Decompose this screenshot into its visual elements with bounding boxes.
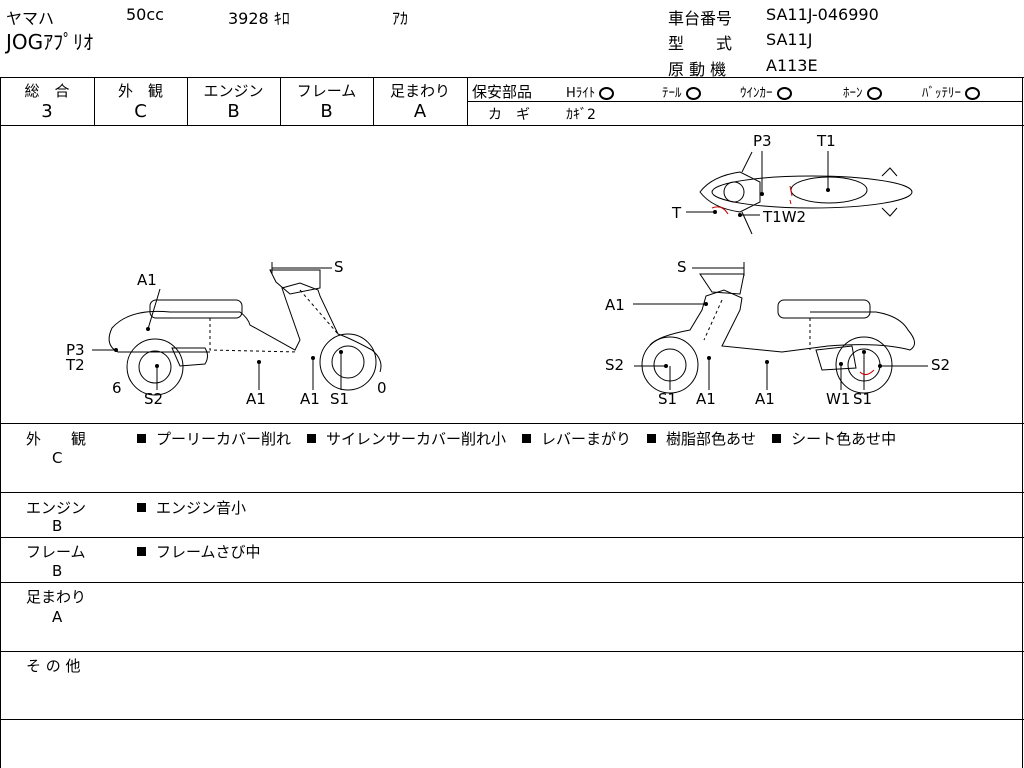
safety-item-battery: ﾊﾞｯﾃﾘｰ	[922, 82, 980, 101]
model-name: JOGｱﾌﾟﾘｵ	[6, 30, 94, 54]
ok-circle-icon	[866, 87, 882, 100]
bullet-square-icon	[137, 434, 146, 443]
notes-engine-grade: B	[52, 517, 63, 535]
notes-suspension-grade: A	[52, 608, 63, 626]
exterior-label: 外 観	[117, 82, 163, 100]
notes-frame-grade: B	[52, 562, 63, 580]
ok-circle-icon	[685, 87, 701, 100]
mark-left-a1-a: A1	[246, 390, 266, 408]
notes-suspension-label: 足まわり	[26, 588, 87, 606]
ok-circle-icon	[965, 87, 980, 100]
mark-right-w1: W1	[826, 390, 851, 408]
maker: ヤマハ	[6, 9, 55, 28]
overall-label: 総 合	[24, 82, 70, 100]
bullet-square-icon	[772, 434, 782, 443]
displacement: 50cc	[126, 5, 164, 24]
note-item: シート色あせ中	[772, 430, 896, 448]
engine-code-label: 原 動 機	[668, 60, 727, 79]
mileage: 3928 ｷﾛ	[228, 9, 290, 28]
engine-grade: B	[227, 101, 240, 122]
note-item: レバーまがり	[522, 430, 631, 448]
notes-engine-items: エンジン音小	[137, 497, 246, 518]
engine-label: エンジン	[203, 82, 264, 100]
mark-right-a1-top: A1	[605, 296, 625, 314]
notes-frame-label: フレーム	[26, 543, 86, 561]
mark-left-s1: S1	[330, 390, 350, 408]
mark-top-t: T	[672, 204, 682, 222]
mark-left-p3: P3	[66, 341, 85, 359]
notes-exterior-items: プーリーカバー削れサイレンサーカバー削れ小レバーまがり樹脂部色あせシート色あせ中	[137, 428, 896, 449]
bullet-square-icon	[137, 547, 146, 556]
bullet-square-icon	[647, 434, 657, 443]
safety-label: 保安部品	[472, 83, 533, 101]
mark-right-a1-b: A1	[755, 390, 775, 408]
bullet-square-icon	[307, 434, 317, 443]
mark-right-a1-a: A1	[696, 390, 716, 408]
notes-exterior-label: 外 観	[26, 430, 87, 448]
mark-right-s1: S1	[658, 390, 678, 408]
mark-right-s: S	[677, 258, 687, 276]
safety-item-horn: ﾎｰﾝ	[843, 82, 882, 101]
notes-other-label: そ の 他	[26, 657, 81, 675]
model-code: SA11J	[766, 30, 813, 49]
note-item: サイレンサーカバー削れ小	[307, 430, 506, 448]
note-item: 樹脂部色あせ	[647, 430, 756, 448]
mark-right-s1-b: S1	[853, 390, 873, 408]
frame-grade: B	[320, 101, 333, 122]
mark-top-t1w2: T1W2	[763, 208, 807, 226]
suspension-grade: A	[413, 101, 427, 122]
safety-item-tail: ﾃｰﾙ	[662, 82, 701, 101]
mark-left-a1-b: A1	[300, 390, 320, 408]
mark-left-6: 6	[112, 379, 122, 397]
notes-engine-label: エンジン	[26, 499, 87, 517]
note-item: プーリーカバー削れ	[137, 430, 291, 448]
right-view-scooter	[641, 262, 915, 394]
mark-right-s2-right: S2	[931, 356, 951, 374]
bullet-square-icon	[137, 503, 146, 512]
bullet-square-icon	[522, 434, 532, 443]
engine-code: A113E	[766, 56, 818, 75]
frame-no: SA11J-046990	[766, 5, 879, 24]
mark-left-a1-top: A1	[137, 271, 157, 289]
mark-left-t2: T2	[66, 356, 85, 374]
model-code-label: 型 式	[668, 34, 733, 53]
mark-top-t1: T1	[817, 132, 836, 150]
mark-right-s2-left: S2	[605, 356, 625, 374]
ok-circle-icon	[776, 87, 792, 100]
frame-no-label: 車台番号	[668, 9, 733, 28]
safety-item-winker: ｳｲﾝｶｰ	[740, 82, 792, 101]
safety-item-headlight: Hﾗｲﾄ	[566, 82, 615, 101]
mark-left-s2: S2	[144, 390, 164, 408]
body-color: ｱｶ	[392, 9, 409, 28]
exterior-grade: C	[134, 101, 147, 122]
notes-frame-items: フレームさび中	[137, 541, 261, 562]
mark-left-0: 0	[377, 379, 387, 397]
overall-grade: 3	[41, 101, 53, 122]
frame-label: フレーム	[296, 82, 357, 100]
suspension-label: 足まわり	[389, 82, 450, 100]
ok-circle-icon	[599, 87, 615, 100]
key-value: ｶｷﾞ2	[566, 107, 596, 123]
mark-left-s: S	[334, 258, 344, 276]
key-label: カ ギ	[488, 107, 530, 123]
notes-exterior-grade: C	[52, 449, 63, 467]
mark-top-p3: P3	[753, 132, 772, 150]
